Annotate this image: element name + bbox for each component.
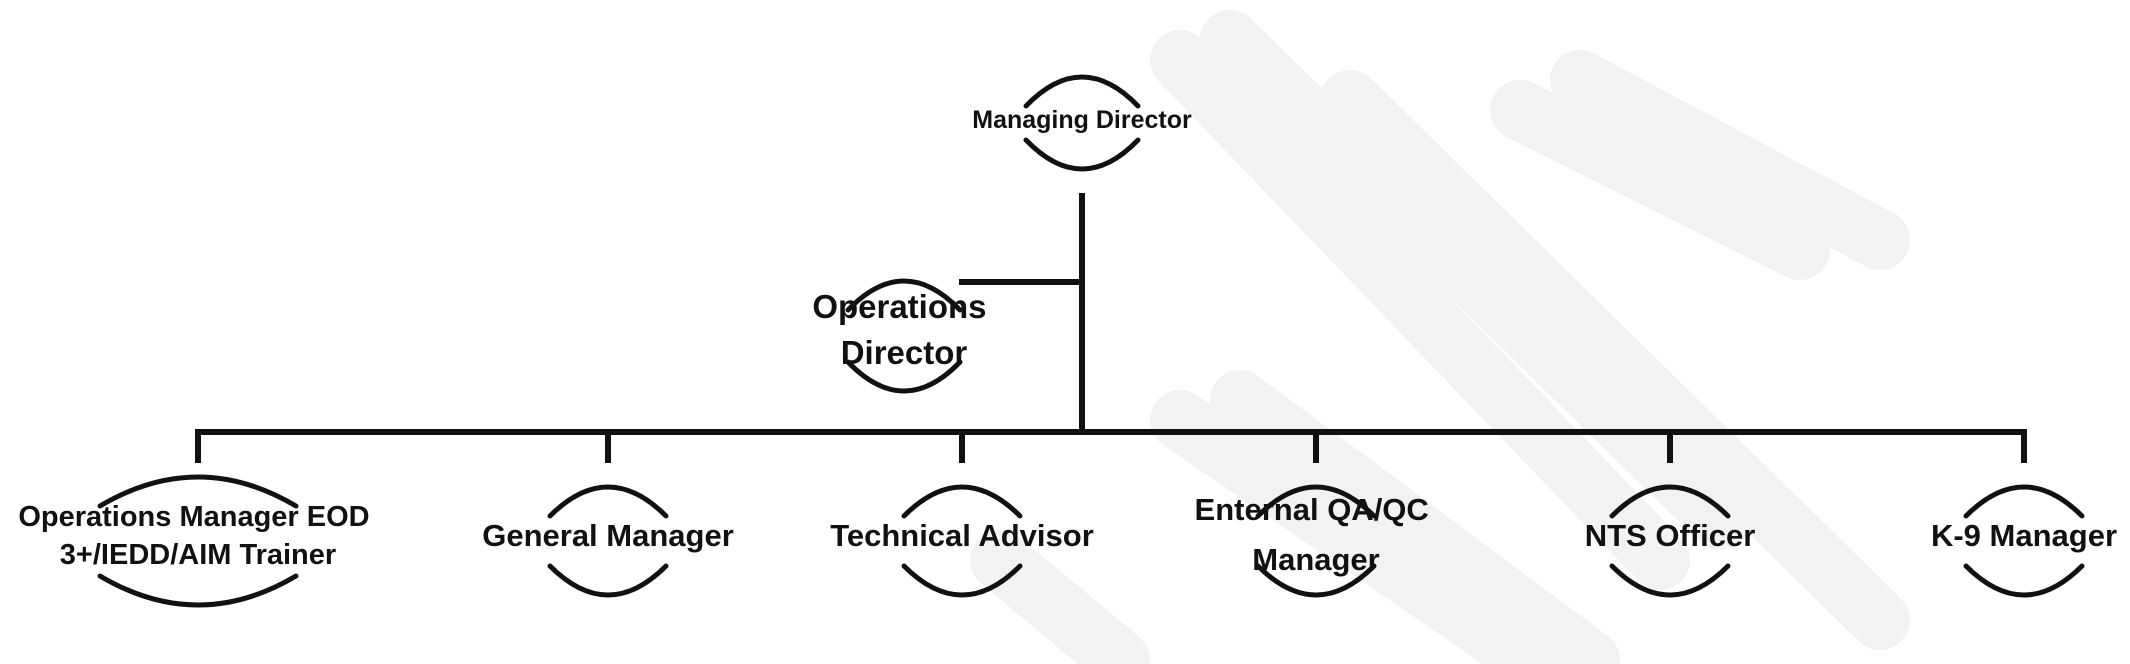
node-general-manager: General Manager — [482, 484, 734, 598]
node-bracket-bottom — [97, 573, 299, 608]
node-k9-manager: K-9 Manager — [1931, 484, 2117, 598]
node-operations-director: Operations Director — [812, 278, 995, 394]
node-label: K-9 Manager — [1931, 518, 2117, 553]
node-managing-director: Managing Director — [972, 74, 1192, 172]
node-technical-advisor: Technical Advisor — [830, 484, 1094, 598]
node-operations-manager: Operations Manager EOD 3+/IEDD/AIM Train… — [18, 474, 377, 608]
node-label: Operations Manager EOD 3+/IEDD/AIM Train… — [18, 501, 377, 571]
node-label-line: Technical Advisor — [830, 518, 1094, 553]
node-nts-officer: NTS Officer — [1585, 484, 1756, 598]
node-qa-qc-manager: Enternal QA/QC Manager — [1195, 484, 1438, 598]
node-label: Enternal QA/QC Manager — [1195, 492, 1438, 577]
nodes: Managing Director Operations Director Op… — [18, 74, 2117, 608]
node-bracket-bottom — [901, 563, 1023, 598]
node-bracket-bottom — [845, 359, 963, 394]
node-bracket-top — [901, 484, 1023, 519]
node-label: NTS Officer — [1585, 518, 1756, 553]
node-label-line: NTS Officer — [1585, 518, 1756, 553]
node-label-line: Director — [841, 334, 968, 371]
node-label-line: Operations — [812, 288, 986, 325]
node-bracket-bottom — [1963, 563, 2085, 598]
node-bracket-top — [1255, 484, 1377, 519]
node-bracket-bottom — [1609, 563, 1731, 598]
node-label-line: Enternal QA/QC — [1195, 492, 1429, 527]
connector-lines — [195, 193, 2027, 463]
node-bracket-bottom — [547, 563, 669, 598]
node-label: Managing Director — [972, 106, 1192, 134]
node-label: Operations Director — [812, 288, 995, 371]
node-label-line: K-9 Manager — [1931, 518, 2117, 553]
node-label: General Manager — [482, 518, 734, 553]
node-label-line: Managing Director — [972, 106, 1192, 134]
node-label-line: General Manager — [482, 518, 734, 553]
node-bracket-top — [1023, 74, 1141, 109]
node-bracket-top — [547, 484, 669, 519]
watermark — [970, 10, 1910, 664]
node-bracket-top — [97, 474, 299, 509]
node-label: Technical Advisor — [830, 518, 1094, 553]
node-bracket-top — [1609, 484, 1731, 519]
node-bracket-bottom — [1255, 563, 1377, 598]
node-label-line: Manager — [1252, 542, 1379, 577]
node-bracket-top — [845, 278, 963, 313]
node-bracket-top — [1963, 484, 2085, 519]
node-label-line: 3+/IEDD/AIM Trainer — [60, 539, 336, 571]
node-bracket-bottom — [1023, 137, 1141, 172]
node-label-line: Operations Manager EOD — [18, 501, 369, 533]
